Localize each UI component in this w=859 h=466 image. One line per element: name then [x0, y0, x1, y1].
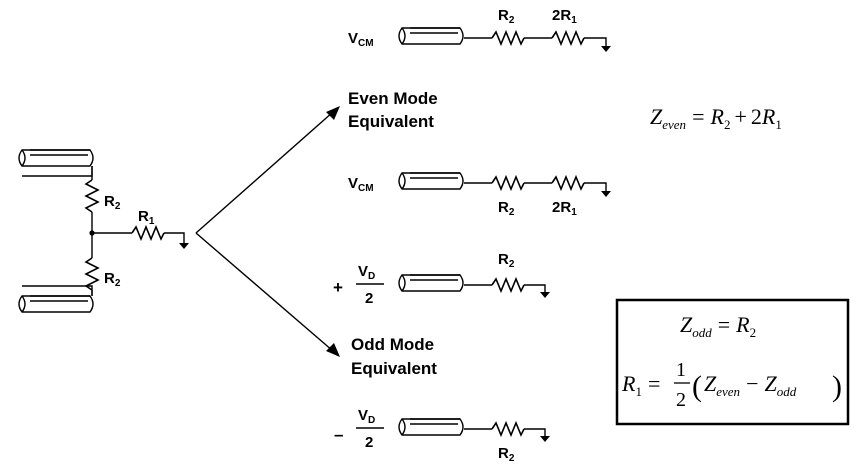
label-r1: R1 [138, 208, 155, 227]
ground-icon [601, 46, 611, 52]
ground-icon [179, 243, 189, 249]
resistor-r1 [131, 224, 165, 242]
split-arrows [195, 106, 340, 357]
right-paren: ) [832, 370, 842, 403]
label-2r1-even-2: 2R1 [552, 199, 577, 218]
vcm-label-2: VCM [348, 175, 374, 194]
odd-mode-equation-box [615, 298, 850, 426]
even-mode-circuit-2: VCM R2 2R1 [348, 172, 611, 218]
left-paren: ( [692, 370, 702, 403]
svg-text:Zeven−Zodd: Zeven−Zodd [704, 371, 797, 399]
equation-r1: R1= 1 2 ( Zeven−Zodd ) [621, 359, 842, 411]
resistor-r2-odd-2 [491, 420, 525, 438]
label-r2-top: R2 [104, 193, 121, 212]
fraction-denominator-two: 2 [676, 389, 686, 411]
resistor-r2-top [84, 179, 100, 213]
vcm-label-1: VCM [348, 30, 374, 49]
resistor-r2-even-1 [491, 29, 525, 47]
odd-mode-circuit-2: – VD 2 R2 [334, 407, 550, 464]
label-r2-odd-2: R2 [498, 445, 515, 464]
svg-text:R1=: R1= [621, 371, 660, 399]
label-r2-even-1: R2 [498, 7, 515, 26]
minus-sign: – [334, 425, 343, 444]
bottom-coax-line [18, 285, 94, 313]
label-r2-odd-1: R2 [498, 251, 515, 270]
odd-mode-label-line1: Odd Mode [351, 335, 434, 354]
arrow-down-head [326, 343, 340, 357]
resistor-r2-odd-1 [491, 276, 525, 294]
even-mode-label-line2: Equivalent [348, 112, 434, 131]
resistor-r2-even-2 [491, 174, 525, 192]
odd-mode-label-line2: Equivalent [351, 359, 437, 378]
resistor-2r1-even-1 [551, 29, 585, 47]
vd-label-1: VD [358, 263, 375, 282]
label-r2-even-2: R2 [498, 199, 515, 218]
ground-icon [540, 436, 550, 442]
resistor-r2-bottom [84, 257, 100, 291]
original-circuit: R2 R2 R1 [18, 149, 189, 313]
equation-z-odd: Zodd=R2 [680, 312, 756, 340]
arrow-up-head [326, 106, 340, 120]
top-coax-line [18, 149, 94, 177]
resistor-2r1-even-2 [551, 174, 585, 192]
fraction-numerator-one: 1 [676, 359, 686, 381]
ground-icon [540, 292, 550, 298]
vd-label-2: VD [358, 407, 375, 426]
even-mode-label-line1: Even Mode [348, 89, 438, 108]
label-2r1-even-1: 2R1 [552, 7, 577, 26]
ground-icon [601, 191, 611, 197]
equation-z-even: Zeven=R2+2R1 [650, 104, 782, 132]
plus-sign: + [333, 278, 343, 297]
denominator-two-2: 2 [365, 434, 373, 451]
label-r2-bottom: R2 [104, 270, 121, 289]
even-mode-circuit-1: VCM R2 2R1 [348, 7, 611, 52]
denominator-two-1: 2 [365, 290, 373, 307]
odd-mode-circuit-1: + VD 2 R2 [333, 251, 550, 307]
